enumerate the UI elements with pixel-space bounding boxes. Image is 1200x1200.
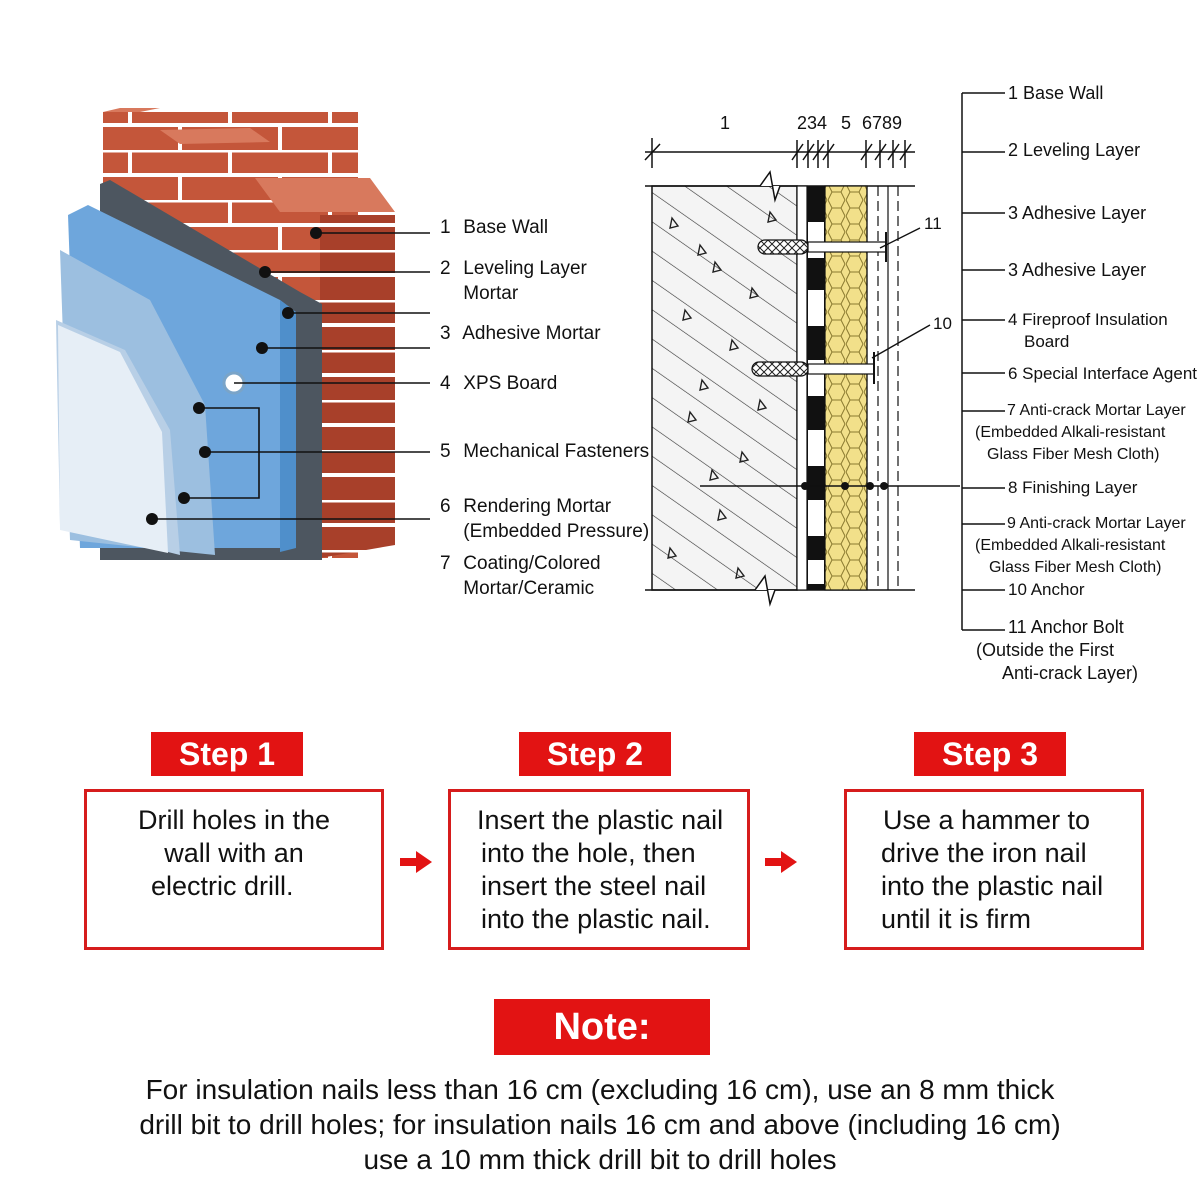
step-1-box: Drill holes in the wall with an electric… <box>84 789 384 950</box>
left-leader-lines <box>152 232 430 520</box>
note-tag: Note: <box>494 999 710 1055</box>
note-line-1: For insulation nails less than 16 cm (ex… <box>145 1074 1055 1105</box>
right-label-9: 9 Anti-crack Mortar Layer(Embedded Alkal… <box>975 515 1186 576</box>
right-label-3b: 3 Adhesive Layer <box>1008 260 1147 280</box>
dim-label-1: 1 <box>720 113 731 133</box>
left-label-base-wall: 1 Base Wall <box>440 217 549 238</box>
right-label-10: 10 Anchor <box>1008 580 1085 599</box>
callout-10: 10 <box>933 314 952 333</box>
note-text: For insulation nails less than 16 cm (ex… <box>40 1072 1160 1177</box>
note-line-3: use a 10 mm thick drill bit to drill hol… <box>363 1144 837 1175</box>
step-2-tag: Step 2 <box>519 732 671 776</box>
dim-label-234: 234 <box>797 113 828 133</box>
section-insulation-board <box>824 185 868 591</box>
right-label-7: 7 Anti-crack Mortar Layer(Embedded Alkal… <box>975 402 1186 463</box>
dimension-line <box>644 138 915 168</box>
dim-label-6789: 6789 <box>862 113 903 133</box>
step-1-tag: Step 1 <box>151 732 303 776</box>
right-label-3a: 3 Adhesive Layer <box>1008 203 1147 223</box>
step-2-line-3: insert the steel nail <box>481 871 707 901</box>
step-3-line-1: Use a hammer to <box>883 805 1091 835</box>
note-line-2: drill bit to drill holes; for insulation… <box>139 1109 1061 1140</box>
arrow-right-icon <box>765 851 797 873</box>
step-3-line-2: drive the iron nail <box>881 838 1087 868</box>
step-1-line-3: electric drill. <box>151 871 294 901</box>
right-label-leaders <box>961 92 1005 631</box>
step-3-box: Use a hammer to drive the iron nail into… <box>844 789 1144 950</box>
step-3-line-4: until it is firm <box>881 904 1032 934</box>
step-1-line-2: wall with an <box>164 838 304 868</box>
wall-section-drawing <box>644 92 1005 631</box>
right-label-6: 6 Special Interface Agent <box>1008 364 1198 383</box>
step-2-box: Insert the plastic nail into the hole, t… <box>448 789 750 950</box>
left-label-rendering-mortar: 6 Rendering Mortar (Embedded Pressure) <box>440 496 650 542</box>
right-label-2: 2 Leveling Layer <box>1008 140 1141 160</box>
step-3-tag: Step 3 <box>914 732 1066 776</box>
left-label-coating: 7 Coating/Colored Mortar/Ceramic <box>440 553 601 599</box>
step-2-line-4: into the plastic nail. <box>481 904 711 934</box>
step-1-line-1: Drill holes in the <box>137 805 331 835</box>
dim-label-5: 5 <box>841 113 852 133</box>
step-3-line-3: into the plastic nail <box>881 871 1104 901</box>
section-anchors <box>700 232 960 490</box>
left-label-mechanical-fasteners: 5 Mechanical Fasteners <box>440 441 650 462</box>
left-label-leveling-layer: 2 Leveling Layer Mortar <box>440 258 587 304</box>
right-label-8: 8 Finishing Layer <box>1008 478 1138 497</box>
left-label-adhesive-mortar: 3 Adhesive Mortar <box>440 323 601 344</box>
right-label-1: 1 Base Wall <box>1008 83 1104 103</box>
arrow-right-icon <box>400 851 432 873</box>
step-2-line-2: into the hole, then <box>481 838 696 868</box>
callout-11: 11 <box>924 214 942 233</box>
left-label-xps-board: 4 XPS Board <box>440 373 558 394</box>
step-2-line-1: Insert the plastic nail <box>477 805 724 835</box>
